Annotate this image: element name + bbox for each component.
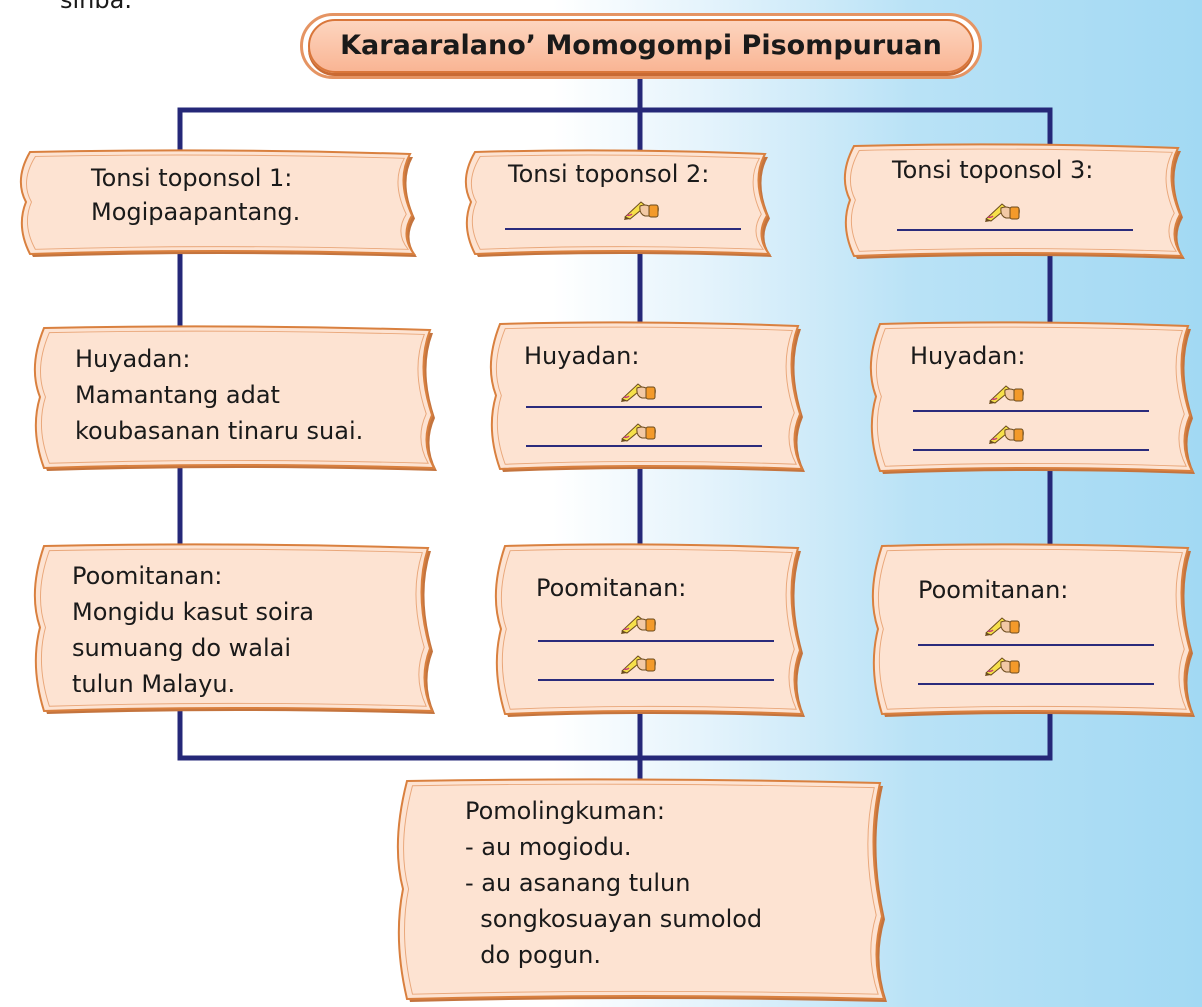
text-line: Mamantang adat xyxy=(75,381,280,409)
box-col3-heading: Tonsi toponsol 3: xyxy=(832,140,1188,260)
text-line: Poomitanan: xyxy=(536,574,687,602)
text-line: Tonsi toponsol 2: xyxy=(508,160,710,188)
cut-off-text: sinba. xyxy=(60,0,132,14)
box-inner-border xyxy=(470,154,765,250)
box-col1-poomitanan: Poomitanan: Mongidu kasut soira sumuang … xyxy=(22,540,438,715)
text-line: sumuang do walai xyxy=(72,634,292,662)
box-shape xyxy=(33,543,434,713)
text-line: - au asanang tulun xyxy=(465,869,691,897)
text-line: - au mogiodu. xyxy=(465,833,632,861)
box-inner-border xyxy=(26,154,410,250)
text-line: Poomitanan: xyxy=(72,562,223,590)
answer-blank[interactable] xyxy=(913,449,1149,451)
pencil-hand-icon xyxy=(985,203,1020,222)
title-banner xyxy=(308,19,974,73)
text-line: Tonsi toponsol 1: xyxy=(91,164,293,192)
answer-blank[interactable] xyxy=(897,229,1133,231)
answer-blank[interactable] xyxy=(913,410,1149,412)
answer-blank[interactable] xyxy=(538,640,774,642)
box-col3-poomitanan: Poomitanan: xyxy=(860,540,1198,718)
box-shape xyxy=(19,149,417,256)
answer-blank[interactable] xyxy=(538,679,774,681)
box-shape xyxy=(869,321,1194,473)
pencil-hand-icon xyxy=(621,383,656,402)
box-inner-border xyxy=(850,148,1178,252)
box-shape xyxy=(33,325,436,470)
pencil-hand-icon xyxy=(624,201,659,220)
box-col2-huyadan: Huyadan: xyxy=(478,318,808,473)
answer-blank[interactable] xyxy=(505,228,741,230)
text-line: Huyadan: xyxy=(75,345,191,373)
text-line: songkosuayan sumolod xyxy=(465,905,763,933)
box-col1-huyadan: Huyadan: Mamantang adat koubasanan tinar… xyxy=(22,322,440,472)
pencil-hand-icon xyxy=(621,655,656,674)
box-inner-border xyxy=(495,326,798,465)
box-col3-huyadan: Huyadan: xyxy=(858,318,1198,475)
text-line: koubasanan tinaru suai. xyxy=(75,417,364,445)
box-shape xyxy=(843,143,1184,258)
text-line: do pogun. xyxy=(465,941,602,969)
pencil-hand-icon xyxy=(989,385,1024,404)
pencil-hand-icon xyxy=(621,615,656,634)
answer-blank[interactable] xyxy=(526,445,762,447)
box-col1-heading: Tonsi toponsol 1: Mogipaapantang. xyxy=(8,146,420,258)
box-inner-border xyxy=(877,548,1187,710)
box-col2-poomitanan: Poomitanan: xyxy=(483,540,808,718)
text-line: Pomolingkuman: xyxy=(465,797,665,825)
box-conclusion: Pomolingkuman: - au mogiodu. - au asanan… xyxy=(385,775,890,1003)
text-line: Huyadan: xyxy=(910,342,1026,370)
box-inner-border xyxy=(40,330,429,464)
box-inner-border xyxy=(500,548,797,710)
text-line: tulun Malayu. xyxy=(72,670,236,698)
pencil-hand-icon xyxy=(985,657,1020,676)
box-inner-border xyxy=(403,783,879,995)
text-line: Huyadan: xyxy=(524,342,640,370)
text-line: Poomitanan: xyxy=(918,576,1069,604)
pencil-hand-icon xyxy=(985,617,1020,636)
answer-blank[interactable] xyxy=(918,683,1154,685)
box-col2-heading: Tonsi toponsol 2: xyxy=(453,146,775,258)
answer-blank[interactable] xyxy=(526,406,762,408)
text-line: Mogipaapantang. xyxy=(91,198,301,226)
text-line: Mongidu kasut soira xyxy=(72,598,314,626)
box-inner-border xyxy=(40,548,427,707)
answer-blank[interactable] xyxy=(918,644,1154,646)
box-shape xyxy=(871,543,1194,716)
box-shape xyxy=(396,778,886,1001)
text-line: Tonsi toponsol 3: xyxy=(892,156,1094,184)
pencil-hand-icon xyxy=(989,425,1024,444)
box-inner-border xyxy=(875,326,1188,467)
diagram-title: Karaaralano’ Momogompi Pisompuruan xyxy=(340,30,942,61)
pencil-hand-icon xyxy=(621,423,656,442)
